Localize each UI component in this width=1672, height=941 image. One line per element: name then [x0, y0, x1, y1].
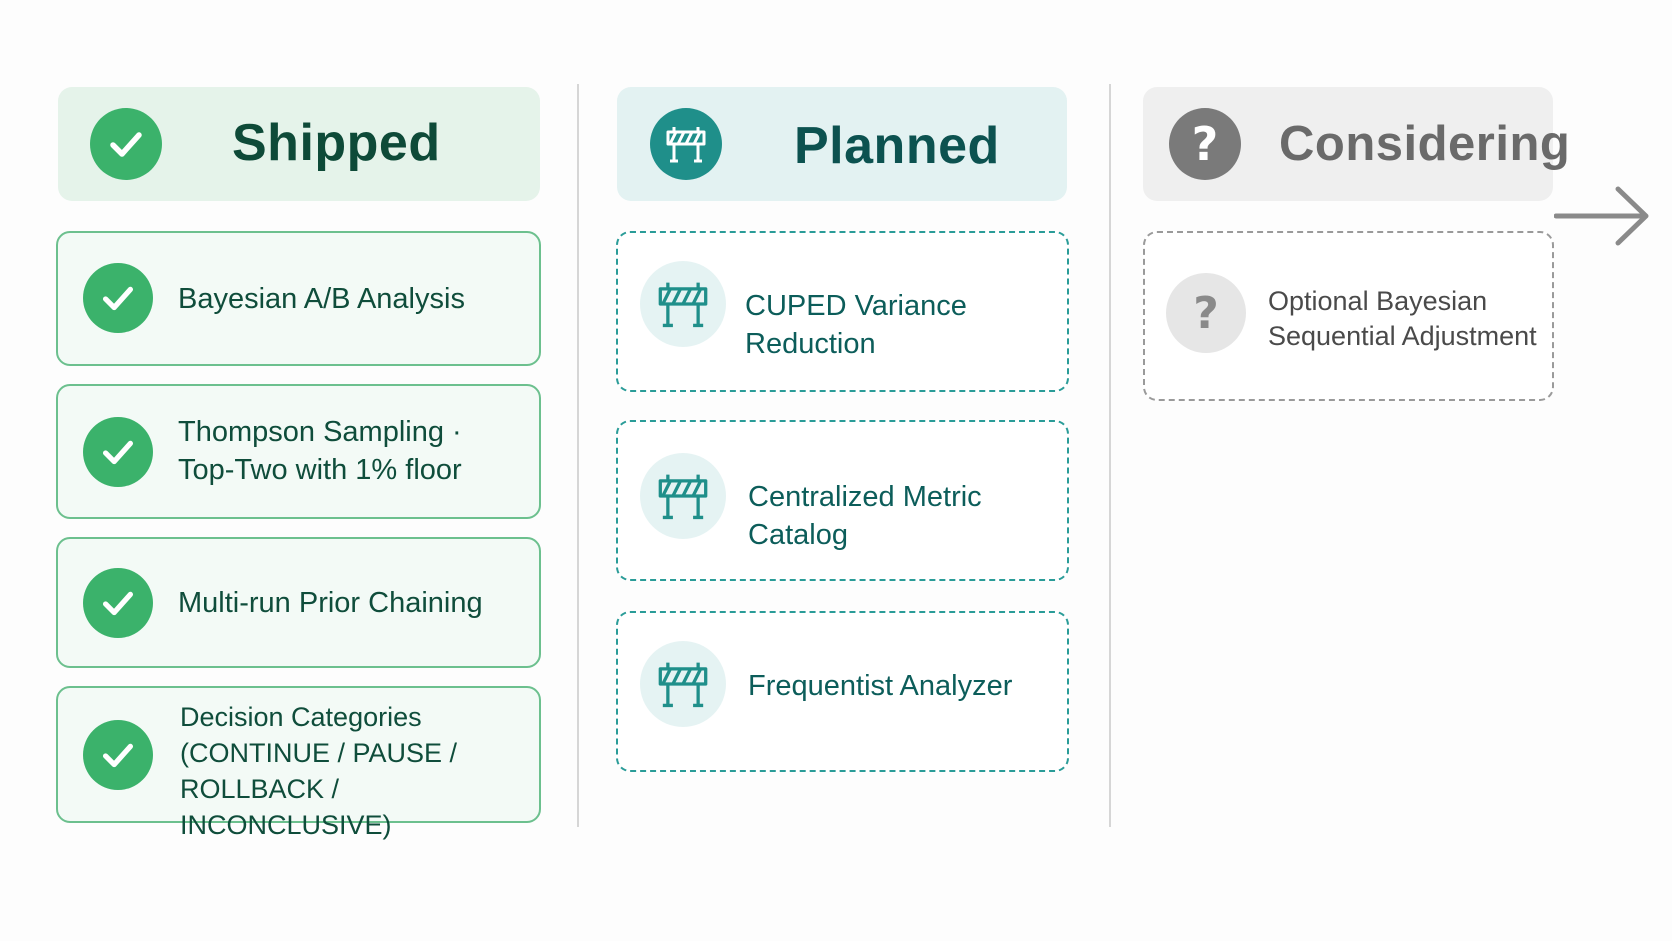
- barrier-icon: [650, 108, 722, 180]
- column-divider: [577, 84, 579, 827]
- shipped-card-label: Multi-run Prior Chaining: [178, 587, 483, 619]
- shipped-column-title: Shipped: [232, 114, 441, 172]
- considering-card-label: Optional Bayesian Sequential Adjustment: [1268, 286, 1537, 351]
- shipped-card-label: Decision Categories (CONTINUE / PAUSE / …: [180, 702, 458, 840]
- check-icon: [90, 108, 162, 180]
- planned-card: Centralized Metric Catalog: [616, 420, 1069, 581]
- check-icon: [83, 720, 153, 790]
- question-icon: ?: [1169, 108, 1241, 180]
- planned-card-label: Frequentist Analyzer: [748, 670, 1013, 702]
- shipped-card: Decision Categories (CONTINUE / PAUSE / …: [56, 686, 541, 840]
- barrier-icon: [640, 641, 726, 727]
- shipped-card: Thompson Sampling · Top-Two with 1% floo…: [56, 384, 541, 519]
- barrier-icon: [640, 453, 726, 539]
- shipped-card-label: Thompson Sampling · Top-Two with 1% floo…: [178, 416, 462, 486]
- shipped-column-header: Shipped: [58, 87, 540, 201]
- planned-card-label: CUPED Variance Reduction: [745, 290, 967, 360]
- check-icon: [83, 568, 153, 638]
- check-icon: [83, 263, 153, 333]
- considering-column-header: ? Considering: [1143, 87, 1570, 201]
- shipped-card: Multi-run Prior Chaining: [56, 537, 541, 668]
- arrow-right-icon: [1554, 186, 1649, 246]
- planned-card: Frequentist Analyzer: [616, 611, 1069, 772]
- check-icon: [83, 417, 153, 487]
- question-icon: ?: [1166, 273, 1246, 353]
- planned-column-header: Planned: [617, 87, 1067, 201]
- shipped-card: Bayesian A/B Analysis: [56, 231, 541, 366]
- planned-column-title: Planned: [794, 117, 1000, 175]
- considering-column-title: Considering: [1279, 117, 1571, 171]
- barrier-icon: [640, 261, 726, 347]
- planned-card-label: Centralized Metric Catalog: [748, 481, 982, 551]
- column-divider: [1109, 84, 1111, 827]
- planned-card: CUPED Variance Reduction: [616, 231, 1069, 392]
- considering-card: ? Optional Bayesian Sequential Adjustmen…: [1143, 231, 1554, 401]
- shipped-card-label: Bayesian A/B Analysis: [178, 283, 465, 315]
